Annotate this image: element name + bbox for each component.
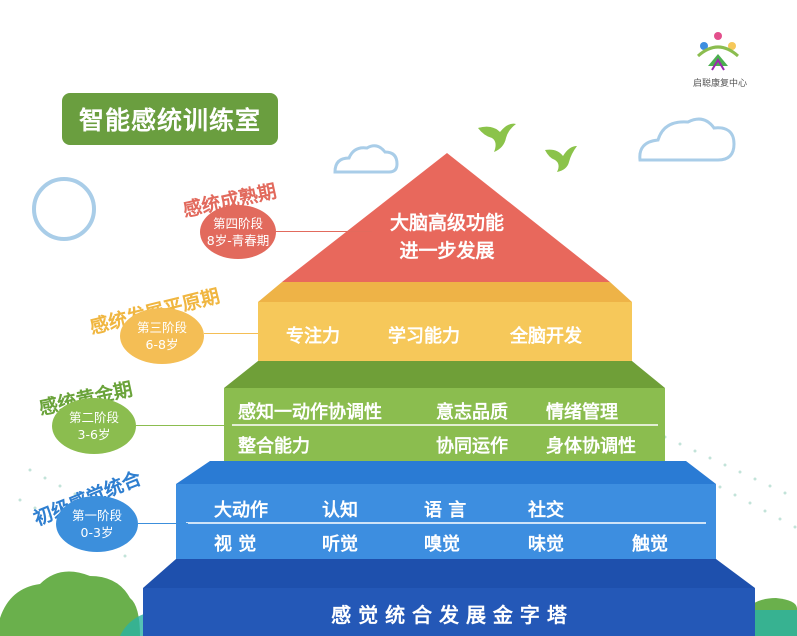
tier1-item: 味觉	[528, 534, 564, 555]
stage-3-badge: 第三阶段 6-8岁	[120, 308, 204, 364]
stage-3-number: 第三阶段	[136, 320, 187, 335]
cloud-icon	[333, 144, 399, 174]
circle-decoration	[32, 177, 96, 241]
tier1-item: 触觉	[632, 534, 668, 555]
bird-icon	[545, 146, 577, 172]
page-title: 智能感统训练室	[62, 93, 278, 145]
stage-1-age: 0-3岁	[80, 525, 114, 540]
tier3-item: 全脑开发	[510, 326, 582, 347]
logo-icon	[696, 32, 740, 71]
tier2-item: 协同运作	[436, 436, 508, 457]
stage-1-number: 第一阶段	[71, 508, 122, 523]
tier1-item: 嗅觉	[424, 534, 460, 555]
stage-4-badge: 第四阶段 8岁-青春期	[200, 205, 276, 259]
tier3-item: 学习能力	[388, 326, 460, 347]
tier2-item: 情绪管理	[546, 402, 618, 423]
tier1-item: 视 觉	[214, 534, 257, 555]
connector-line	[204, 333, 258, 334]
bush-left	[0, 571, 140, 636]
stage-4-age: 8岁-青春期	[206, 233, 270, 248]
pyramid-base-label: 感 觉 统 合 发 展 金 字 塔	[331, 603, 567, 627]
logo-caption: 启聪康复中心	[692, 79, 747, 89]
connector-line	[276, 231, 372, 232]
pyramid-top	[282, 153, 610, 282]
connector-line	[136, 425, 224, 426]
stage-2-number: 第二阶段	[68, 410, 119, 425]
tier2-item: 意志品质	[436, 402, 508, 423]
tier1-item: 大动作	[214, 500, 268, 521]
top-line-1: 大脑高级功能	[389, 212, 504, 234]
tier2-item: 身体协调性	[546, 436, 636, 457]
tier3-item: 专注力	[286, 326, 340, 347]
tier1-item: 认知	[322, 500, 358, 521]
tier2-item: 感知一动作协调性	[238, 402, 382, 423]
stage-4-number: 第四阶段	[212, 216, 263, 231]
stage-2-age: 3-6岁	[77, 427, 111, 442]
tier1-item: 听觉	[322, 534, 358, 555]
stage-2-badge: 第二阶段 3-6岁	[52, 398, 136, 454]
tier1-item: 语 言	[424, 500, 467, 521]
cloud-icon	[638, 117, 736, 162]
bird-icon	[478, 123, 516, 152]
stage-1-badge: 第一阶段 0-3岁	[56, 496, 138, 552]
connector-line	[138, 523, 188, 524]
stage-3-age: 6-8岁	[145, 337, 179, 352]
tier1-item: 社交	[528, 500, 564, 521]
tier2-item: 整合能力	[238, 436, 310, 457]
top-line-2: 进一步发展	[399, 240, 495, 262]
